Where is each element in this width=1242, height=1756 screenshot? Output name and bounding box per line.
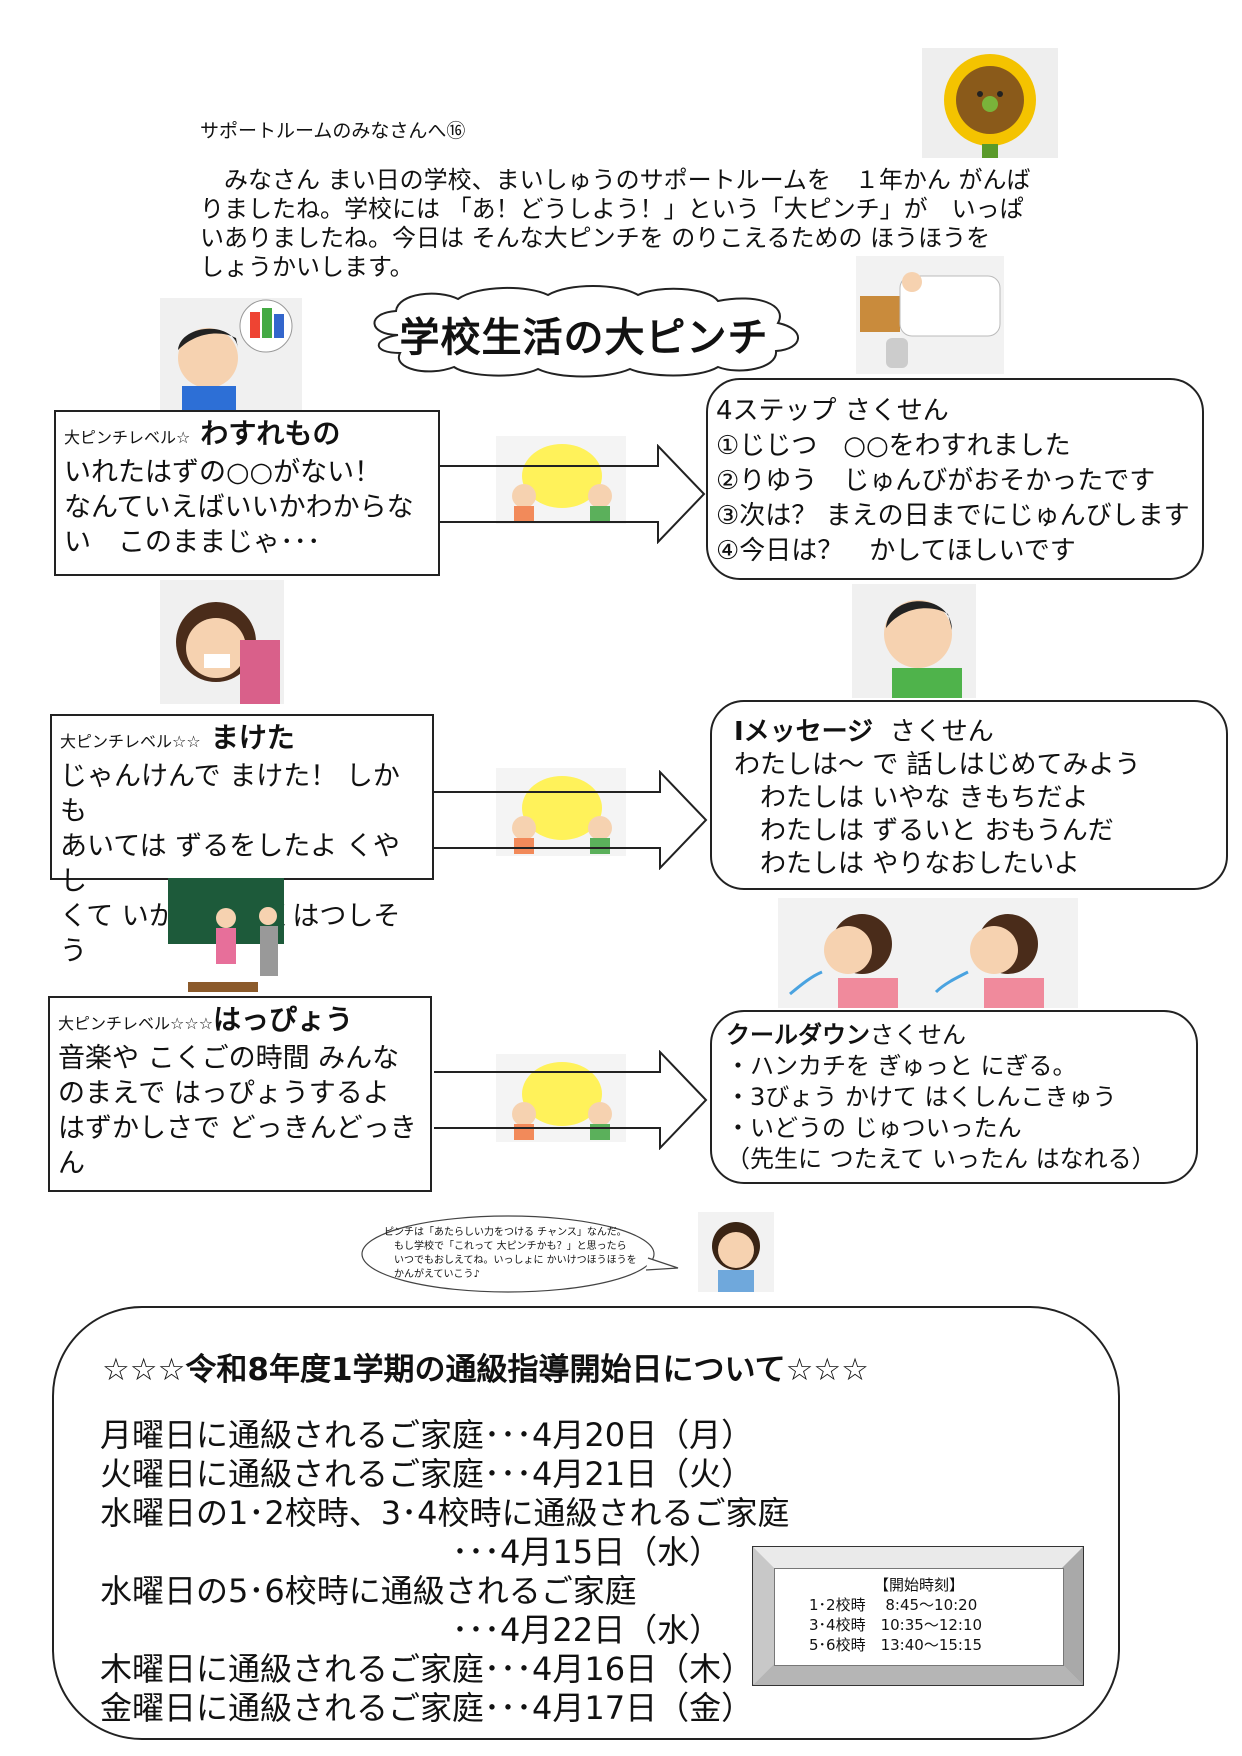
strategy-line: ・3びょう かけて はくしんこきゅう (726, 1083, 1117, 1111)
pinch-line: ん (58, 1148, 85, 1179)
notice-box: ☆☆☆令和8年度1学期の通級指導開始日について☆☆☆ 月曜日に通級されるご家庭･… (52, 1306, 1120, 1740)
pinch-line: なんていえばいいかわからな (64, 492, 414, 523)
speech-line: もし学校で「これって 大ピンチかも？」と思ったら (384, 1241, 627, 1252)
notice-lines: 月曜日に通級されるご家庭･･･4月20日（月） 火曜日に通級されるご家庭･･･4… (100, 1416, 789, 1728)
pinch-name: はっぴょう (213, 1003, 354, 1036)
strategy-line: ③次は？ まえの日までにじゅんびします (716, 501, 1190, 531)
strategy-line: わたしは いやな きもちだよ (734, 783, 1089, 813)
schedule-panel: 【開始時刻】 1･2校時 8:45～10:20 3･4校時 10:35～12:1… (774, 1568, 1064, 1666)
intro-paragraph: みなさん まい日の学校、まいしゅうのサポートルームを １年かん がんば りました… (200, 166, 1060, 282)
smiling-girl-illustration (698, 1212, 774, 1292)
pinch-box-2: 大ピンチレベル☆☆ まけた じゃんけんで まけた！ しかも あいては ずるをしたよ… (50, 714, 434, 967)
pinch-line: 音楽や こくごの時間 みんな (58, 1043, 400, 1074)
classroom-illustration (168, 878, 284, 996)
arrow-right-icon (438, 444, 706, 544)
speech-line: いつでもおしえてね。いっしょに かいけつほうほうを (384, 1255, 637, 1266)
strategy-line: ①じじつ ○○をわすれました (716, 431, 1071, 461)
strategy-box-3: クールダウンさくせん ・ハンカチを ぎゅっと にぎる。 ・3びょう かけて はく… (710, 1010, 1198, 1184)
strategy-line: ・いどうの じゅついったん (726, 1114, 1022, 1142)
schedule-row: 5･6校時 13:40～15:15 (809, 1636, 983, 1654)
sunflower-illustration (922, 48, 1058, 158)
pinch-name: まけた (210, 721, 295, 754)
notice-line: 金曜日に通級されるご家庭･･･4月17日（金） (100, 1689, 754, 1727)
pinch-heading: 大ピンチレベル☆☆ まけた (60, 720, 424, 759)
strategy-line: わたしは やりなおしたいよ (734, 849, 1080, 879)
pinch-line: い このままじゃ･･･ (64, 527, 321, 558)
pinch-line: のまえで はっぴょうするよ (58, 1078, 390, 1109)
main-title: 学校生活の大ピンチ (399, 315, 769, 361)
schedule-row: 3･4校時 10:35～12:10 (809, 1616, 983, 1634)
notice-line: 木曜日に通級されるご家庭･･･4月16日（木） (100, 1650, 754, 1688)
strategy-line: ・ハンカチを ぎゅっと にぎる。 (726, 1052, 1077, 1080)
strategy-box-1: 4ステップ さくせん ①じじつ ○○をわすれました ②りゆう じゅんびがおそかっ… (706, 378, 1204, 580)
notice-line: ･･･4月22日（水） (100, 1611, 722, 1649)
pinch-name: わすれもの (200, 417, 341, 450)
schedule-frame: 【開始時刻】 1･2校時 8:45～10:20 3･4校時 10:35～12:1… (752, 1546, 1084, 1686)
schedule-row: 1･2校時 8:45～10:20 (809, 1596, 978, 1614)
speech-line: かんがえていこう♪ (384, 1269, 480, 1280)
pinch-line: じゃんけんで まけた！ しかも (60, 761, 400, 827)
pinch-heading: 大ピンチレベル☆ わすれもの (64, 416, 430, 455)
strategy-line: わたしは ずるいと おもうんだ (734, 816, 1114, 846)
strategy-title: Iメッセージ (734, 717, 874, 747)
kids-burst-illustration (496, 436, 626, 524)
thinking-boy-illustration (160, 298, 302, 410)
pinch-level: 大ピンチレベル☆☆☆ (58, 1014, 214, 1033)
strategy-title-suffix: さくせん (889, 717, 994, 747)
main-title-cloud: 学校生活の大ピンチ (358, 283, 810, 379)
pinch-level: 大ピンチレベル☆ (64, 428, 191, 447)
strategy-box-2: Iメッセージ さくせん わたしは～ で 話しはじめてみよう わたしは いやな き… (710, 700, 1228, 890)
strategy-line: （先生に つたえて いったん はなれる） (726, 1145, 1156, 1173)
schedule-title: 【開始時刻】 (873, 1576, 964, 1594)
pinch-line: はずかしさで どっきんどっき (58, 1113, 417, 1144)
notice-line: 月曜日に通級されるご家庭･･･4月20日（月） (100, 1416, 754, 1454)
talking-boy-illustration (852, 584, 976, 698)
pinch-box-3: 大ピンチレベル☆☆☆はっぴょう 音楽や こくごの時間 みんな のまえで はっぴょ… (48, 996, 432, 1192)
arrow-right-icon (434, 1050, 708, 1150)
arrow-right-icon (434, 770, 708, 870)
intro-line: いありましたね。今日は そんな大ピンチを のりこえるための ほうほうを (200, 224, 991, 252)
letter-title: サポートルームのみなさんへ⑯ (200, 120, 466, 142)
speech-text: ピンチは「あたらしい力をつける チャンス」なんだ。 もし学校で「これって 大ピン… (384, 1226, 637, 1282)
speech-bubble: ピンチは「あたらしい力をつける チャンス」なんだ。 もし学校で「これって 大ピン… (358, 1212, 680, 1296)
breathing-illustration (778, 898, 1078, 1008)
strategy-line: わたしは～ で 話しはじめてみよう (734, 750, 1141, 780)
notice-line: ･･･4月15日（水） (100, 1533, 722, 1571)
pinch-line: いれたはずの○○がない！ (64, 457, 382, 488)
strategy-heading: Iメッセージ さくせん (734, 716, 1226, 749)
strategy-heading: クールダウンさくせん (726, 1020, 1196, 1051)
notice-line: 水曜日の1･2校時、3･4校時に通級されるご家庭 (100, 1494, 790, 1532)
strategy-title: 4ステップ さくせん (716, 396, 949, 426)
angry-girl-illustration (160, 580, 284, 704)
pinch-level: 大ピンチレベル☆☆ (60, 732, 201, 751)
notice-heading: ☆☆☆令和8年度1学期の通級指導開始日について☆☆☆ (102, 1352, 869, 1388)
bed-illustration (856, 256, 1004, 374)
strategy-title: クールダウン (726, 1021, 870, 1049)
pinch-box-1: 大ピンチレベル☆ わすれもの いれたはずの○○がない！ なんていえばいいかわからな… (54, 410, 440, 576)
strategy-title-suffix: さくせん (870, 1021, 966, 1049)
speech-line: ピンチは「あたらしい力をつける チャンス」なんだ。 (384, 1227, 627, 1238)
intro-line: しょうかいします。 (200, 253, 414, 281)
strategy-line: ②りゆう じゅんびがおそかったです (716, 466, 1156, 496)
notice-line: 水曜日の5･6校時に通級されるご家庭 (100, 1572, 637, 1610)
strategy-line: ④今日は？ かしてほしいです (716, 536, 1076, 566)
pinch-line: あいては ずるをしたよ くやし (60, 831, 400, 897)
intro-line: みなさん まい日の学校、まいしゅうのサポートルームを １年かん がんば (200, 166, 1031, 194)
notice-line: 火曜日に通級されるご家庭･･･4月21日（火） (100, 1455, 754, 1493)
pinch-heading: 大ピンチレベル☆☆☆はっぴょう (58, 1002, 422, 1041)
intro-line: りましたね。学校には 「あ！どうしよう！」という「大ピンチ」が いっぱ (200, 195, 1024, 223)
